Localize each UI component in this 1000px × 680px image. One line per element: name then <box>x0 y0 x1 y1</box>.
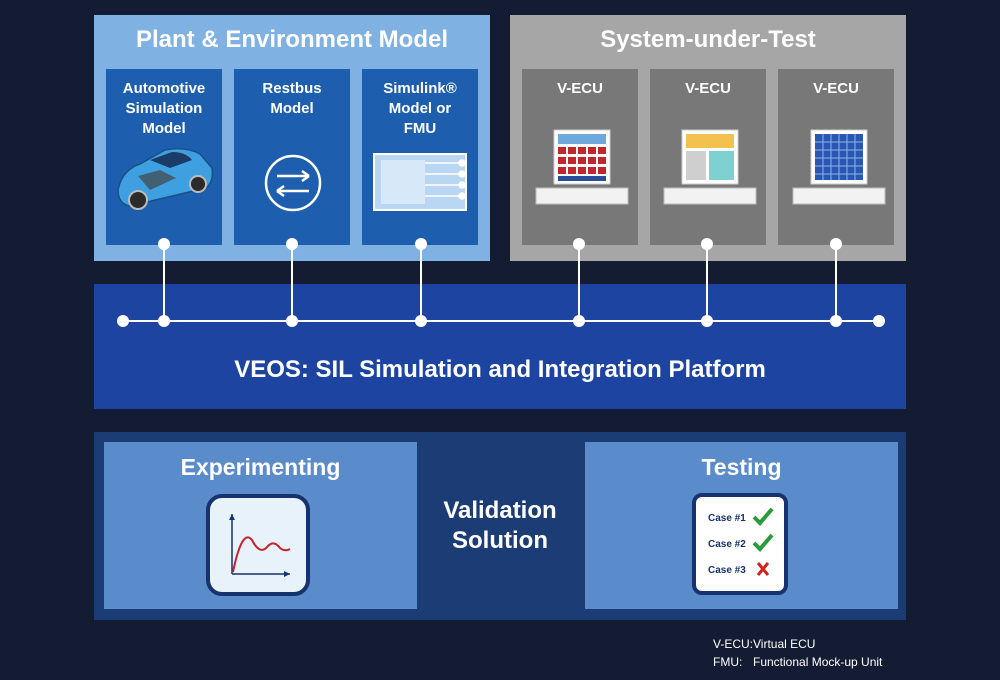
test-checklist-icon: Case #1 Case #2 Case #3 <box>692 493 788 595</box>
bus-node <box>286 315 298 327</box>
bus-node <box>573 238 585 250</box>
case-2-label: Case #2 <box>708 539 746 550</box>
bus-node <box>873 315 885 327</box>
ecu-blue-grid-icon <box>792 129 886 205</box>
bus-node <box>117 315 129 327</box>
bus-node <box>830 315 842 327</box>
bus-node <box>701 315 713 327</box>
card-label: V-ECU <box>685 80 731 97</box>
bus-node <box>830 238 842 250</box>
bus-node <box>701 238 713 250</box>
response-curve-icon <box>206 494 310 596</box>
bus-nodes <box>117 238 885 327</box>
veos-label: VEOS: SIL Simulation and Integration Pla… <box>234 356 766 383</box>
car-model-icon <box>117 147 214 210</box>
bus-node <box>415 315 427 327</box>
connector-lines <box>163 244 837 321</box>
card-label: Automotive Simulation Model <box>122 80 206 137</box>
legend-key: V-ECU: <box>713 637 754 651</box>
case-3-label: Case #3 <box>708 565 746 576</box>
bus-node <box>286 238 298 250</box>
sut-panel-title: System-under-Test <box>600 26 816 53</box>
bus-node <box>158 315 170 327</box>
legend-v-ecu: V-ECU:Virtual ECU <box>713 637 815 651</box>
ecu-red-grid-icon <box>535 129 629 205</box>
restbus-arrows-icon <box>264 154 322 212</box>
experimenting-title: Experimenting <box>180 454 341 480</box>
legend-value: Virtual ECU <box>753 637 816 651</box>
bus-node <box>158 238 170 250</box>
veos-platform-bar: VEOS: SIL Simulation and Integration Pla… <box>94 284 906 409</box>
card-label: Simulink® Model or FMU <box>383 80 457 137</box>
testing-title: Testing <box>701 454 782 480</box>
card-label: V-ECU <box>557 80 603 97</box>
card-label: V-ECU <box>813 80 859 97</box>
check-icon <box>752 507 774 526</box>
cross-icon <box>756 562 770 576</box>
validation-solution-label: Validation Solution <box>443 497 557 554</box>
ecu-yellow-grid-icon <box>663 129 757 205</box>
fmu-block-icon <box>373 153 467 211</box>
card-label: Restbus Model <box>262 80 322 117</box>
legend-value: Functional Mock-up Unit <box>753 655 883 669</box>
bus-node <box>573 315 585 327</box>
legend-fmu: FMU: Functional Mock-up Unit <box>713 655 882 669</box>
bus-node <box>415 238 427 250</box>
legend-key: FMU: <box>713 655 743 669</box>
case-1-label: Case #1 <box>708 513 746 524</box>
plant-panel-title: Plant & Environment Model <box>135 26 449 53</box>
check-icon <box>752 533 774 552</box>
